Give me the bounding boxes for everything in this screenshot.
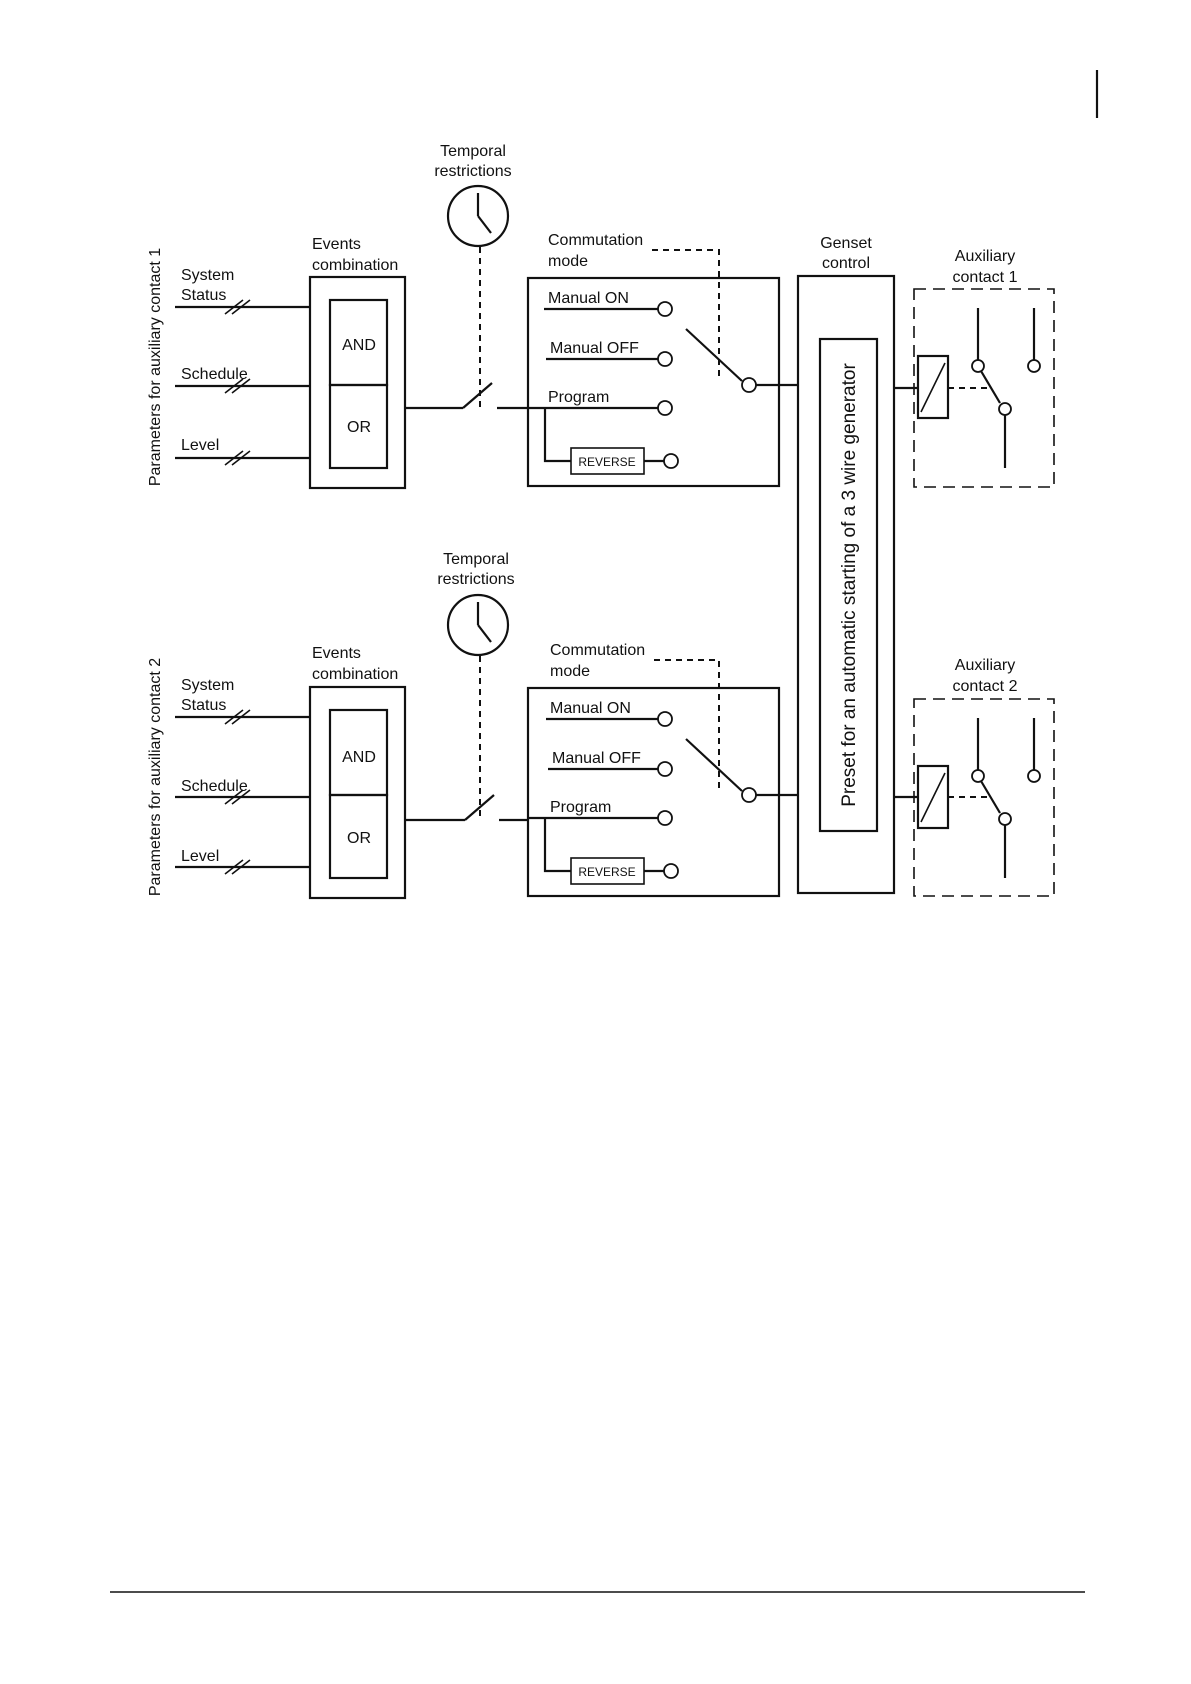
auxiliary-contact-frame (913, 288, 1055, 488)
preset-label: Preset for an automatic starting of a 3 … (839, 363, 860, 807)
reverse-terminal (663, 863, 679, 879)
clock-icon (446, 184, 510, 248)
manual-on-label: Manual ON (548, 290, 629, 307)
auxiliary-label-line1: Auxiliary (955, 657, 1015, 674)
manual-off-label: Manual OFF (552, 750, 641, 767)
events-label-line2: combination (312, 257, 398, 274)
clock-icon (446, 593, 510, 657)
events-label-line1: Events (312, 645, 361, 662)
selector-blade (685, 738, 743, 792)
or-label: OR (347, 830, 371, 847)
events-label-line2: combination (312, 666, 398, 683)
reverse-label: REVERSE (578, 455, 635, 469)
and-label: AND (342, 749, 376, 766)
program-label: Program (550, 799, 611, 816)
unit-auxiliary-contact-2: Parameters for auxiliary contact 2 Syste… (147, 551, 1055, 900)
temporal-switch-blade (464, 794, 495, 821)
and-label: AND (342, 337, 376, 354)
reverse-label: REVERSE (578, 865, 635, 879)
commutation-label-line2: mode (550, 663, 590, 680)
auxiliary-label-line2: contact 1 (953, 269, 1018, 286)
relay-contact (971, 718, 1041, 878)
or-label: OR (347, 419, 371, 436)
temporal-label-line1: Temporal (440, 143, 506, 160)
commutation-label-line1: Commutation (548, 232, 643, 249)
temporal-switch-blade (462, 382, 493, 409)
temporal-label-line2: restrictions (434, 163, 511, 180)
temporal-label-line2: restrictions (437, 571, 514, 588)
auxiliary-label-line1: Auxiliary (955, 248, 1015, 265)
or-block (328, 383, 389, 470)
selector-terminal (741, 787, 757, 803)
reverse-terminal (663, 453, 679, 469)
manual-off-terminal (657, 761, 673, 777)
input-label-schedule: Schedule (181, 778, 248, 795)
commutation-link-dashed (652, 249, 720, 380)
commutation-label-line2: mode (548, 253, 588, 270)
genset-block (796, 274, 896, 895)
parameters-side-label: Parameters for auxiliary contact 1 (147, 248, 164, 486)
events-label-line1: Events (312, 236, 361, 253)
reverse-branch-line (543, 818, 571, 873)
reverse-branch-line (543, 408, 571, 463)
auxiliary-label-line2: contact 2 (953, 678, 1018, 695)
commutation-mode-block (526, 276, 781, 488)
commutation-label-line1: Commutation (550, 642, 645, 659)
or-block (328, 793, 389, 880)
relay-contact (971, 308, 1041, 468)
bus-ticks (224, 299, 251, 466)
events-combination-block (308, 685, 407, 900)
manual-on-label: Manual ON (550, 700, 631, 717)
bus-ticks (224, 709, 251, 875)
input-label-level: Level (181, 848, 219, 865)
temporal-label-line1: Temporal (443, 551, 509, 568)
events-combination-block (308, 275, 407, 490)
preset-block (818, 337, 879, 833)
selector-blade (685, 328, 743, 382)
manual-on-terminal (657, 711, 673, 727)
program-label: Program (548, 389, 609, 406)
input-label-schedule: Schedule (181, 366, 248, 383)
genset-label-line1: Genset (820, 235, 872, 252)
input-label-level: Level (181, 437, 219, 454)
manual-off-label: Manual OFF (550, 340, 639, 357)
auxiliary-contact-frame (913, 698, 1055, 897)
genset-control: Genset control Preset for an automatic s… (796, 235, 896, 895)
relay-coil (916, 764, 950, 830)
relay-coil (916, 354, 950, 420)
program-terminal (657, 400, 673, 416)
manual-off-terminal (657, 351, 673, 367)
parameters-side-label: Parameters for auxiliary contact 2 (147, 658, 164, 896)
unit-auxiliary-contact-1: Parameters for auxiliary contact 1 Syste… (147, 143, 1055, 490)
commutation-mode-block (526, 686, 781, 898)
genset-label-line2: control (822, 255, 870, 272)
program-terminal (657, 810, 673, 826)
selector-terminal (741, 377, 757, 393)
manual-on-terminal (657, 301, 673, 317)
